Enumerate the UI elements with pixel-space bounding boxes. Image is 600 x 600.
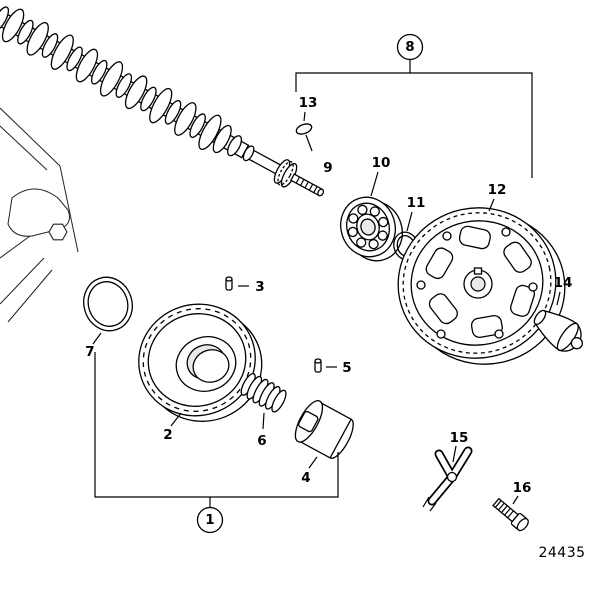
cone-14: [533, 309, 583, 352]
leader-13: [303, 111, 306, 122]
callout-4: 4: [301, 470, 310, 486]
callout-7: 7: [85, 344, 94, 360]
shaft-nose-9: [241, 145, 325, 197]
clip-13: [295, 123, 313, 135]
callout-15: 15: [450, 430, 469, 446]
group-bracket-1: [94, 352, 339, 534]
spring-6: [240, 372, 287, 413]
leader-15: [452, 445, 457, 463]
callout-2: 2: [163, 427, 172, 443]
callout-13: 13: [299, 95, 318, 111]
camshaft-gear-12: [397, 207, 566, 365]
callout-10: 10: [372, 155, 391, 171]
callout-3: 3: [255, 279, 264, 295]
bolt-16: [492, 497, 529, 532]
pin-3: [225, 276, 233, 291]
leader-2: [170, 412, 182, 427]
pin-5: [314, 358, 322, 373]
leader-13b: [305, 134, 313, 152]
callout-1: 1: [205, 512, 214, 528]
callout-12: 12: [488, 182, 507, 198]
callout-9: 9: [323, 160, 332, 176]
callout-circle-8: [396, 33, 424, 61]
callout-11: 11: [407, 195, 426, 211]
callout-5: 5: [342, 360, 351, 376]
leader-11: [406, 211, 413, 232]
leader-16: [512, 495, 519, 505]
callout-16: 16: [513, 480, 532, 496]
callout-8: 8: [405, 39, 414, 55]
fork-tool-15: [422, 446, 473, 512]
leader-14: [556, 291, 561, 306]
gear-2: [138, 303, 263, 422]
engine-block-outline: [0, 107, 79, 323]
bushing-4: [294, 400, 354, 459]
callout-14: 14: [554, 275, 573, 291]
leader-12: [488, 198, 495, 212]
o-ring-7: [83, 276, 133, 332]
bearing-10: [340, 196, 403, 262]
leader-6: [262, 412, 265, 430]
leader-7: [92, 332, 102, 345]
callout-circle-1: [196, 506, 224, 534]
camshaft: [0, 1, 325, 197]
callout-6: 6: [257, 433, 266, 449]
group-bracket-8: [295, 33, 533, 178]
leader-10: [370, 171, 379, 197]
drawing-number: 24435: [538, 545, 585, 561]
leader-4: [308, 456, 318, 469]
